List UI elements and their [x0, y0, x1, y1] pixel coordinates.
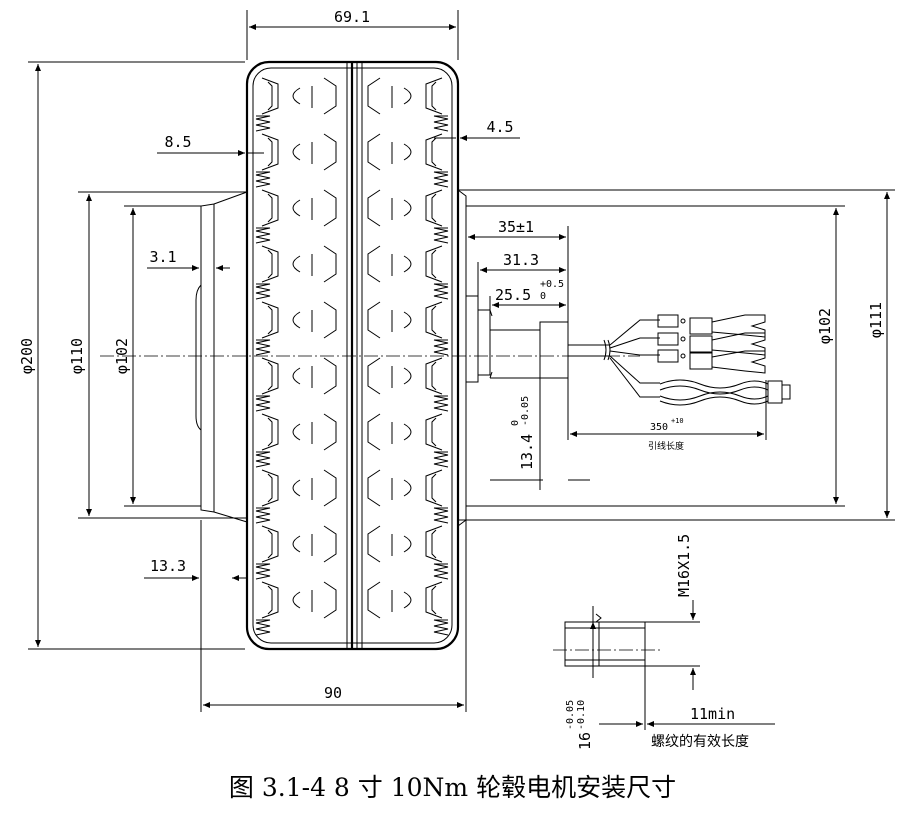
dim-13-3: 13.3 — [144, 520, 247, 590]
svg-text:350: 350 — [650, 422, 668, 433]
dim-d102-left: φ102 — [113, 205, 201, 507]
svg-text:4.5: 4.5 — [486, 118, 513, 136]
thread-detail: M16X1.5 16 -0.05 -0.10 11min 螺纹的有效长度 — [553, 534, 775, 750]
hub-right-flange — [457, 189, 491, 527]
svg-text:φ200: φ200 — [18, 338, 36, 374]
dim-3-1: 3.1 — [147, 248, 230, 271]
dim-4-5: 4.5 — [434, 118, 520, 141]
phase-connectors — [657, 314, 766, 374]
svg-text:-0.05: -0.05 — [565, 700, 576, 730]
dim-25-5: 25.5 +0.5 0 — [489, 279, 566, 330]
svg-text:φ102: φ102 — [816, 308, 834, 344]
dim-31-3: 31.3 — [477, 251, 566, 296]
svg-text:+10: +10 — [671, 417, 684, 425]
shaft — [489, 309, 660, 398]
figure-caption: 图 3.1-4 8 寸 10Nm 轮毂电机安装尺寸 — [228, 773, 677, 802]
hub-left-flange — [195, 191, 248, 523]
svg-text:0: 0 — [510, 420, 521, 426]
dim-35: 35±1 — [465, 218, 569, 440]
tread-pattern — [255, 77, 449, 636]
svg-text:13.4: 13.4 — [518, 434, 536, 470]
dim-90: 90 — [200, 520, 467, 712]
svg-text:+0.5: +0.5 — [540, 279, 564, 290]
svg-text:-0.05: -0.05 — [520, 396, 531, 426]
svg-text:3.1: 3.1 — [149, 248, 176, 266]
dim-d102-right: φ102 — [466, 205, 845, 507]
svg-text:13.3: 13.3 — [150, 557, 186, 575]
svg-text:16: 16 — [576, 732, 594, 750]
dim-69-1: 69.1 — [246, 8, 459, 60]
svg-text:69.1: 69.1 — [334, 8, 370, 26]
tire — [245, 60, 460, 651]
svg-text:8.5: 8.5 — [164, 133, 191, 151]
dim-d110: φ110 — [68, 191, 247, 519]
svg-text:φ110: φ110 — [68, 338, 86, 374]
svg-text:35±1: 35±1 — [498, 218, 534, 236]
svg-text:90: 90 — [324, 684, 342, 702]
dim-13-4: 13.4 0 -0.05 — [490, 378, 590, 490]
svg-text:螺纹的有效长度: 螺纹的有效长度 — [651, 734, 749, 750]
svg-text:31.3: 31.3 — [503, 251, 539, 269]
dim-8-5: 8.5 — [157, 133, 264, 156]
svg-text:-0.10: -0.10 — [576, 700, 587, 730]
svg-text:引线长度: 引线长度 — [648, 440, 684, 452]
svg-text:11min: 11min — [690, 705, 735, 723]
svg-text:φ111: φ111 — [867, 302, 885, 338]
dim-d111: φ111 — [458, 189, 895, 521]
dim-d200: φ200 — [18, 61, 245, 650]
svg-text:25.5: 25.5 — [495, 286, 531, 304]
hall-harness — [659, 379, 791, 406]
svg-text:M16X1.5: M16X1.5 — [675, 534, 693, 597]
svg-text:0: 0 — [540, 291, 546, 302]
dim-lead-length: 350 +10 引线长度 — [570, 380, 767, 452]
svg-text:φ102: φ102 — [113, 338, 131, 374]
